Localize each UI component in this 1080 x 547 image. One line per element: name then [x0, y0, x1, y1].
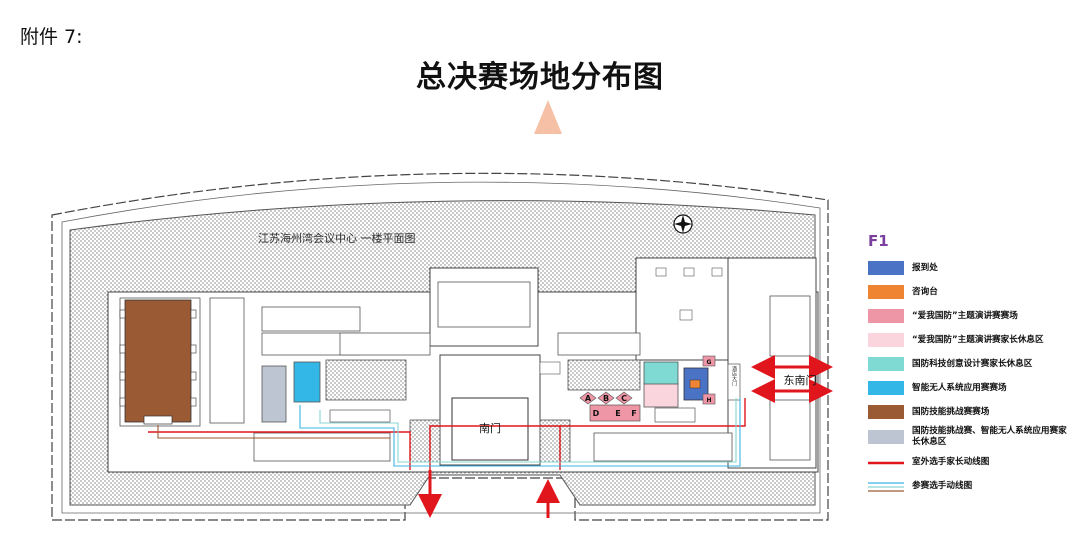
- legend-swatch-registration: [868, 261, 904, 275]
- gate-arrows: [418, 355, 833, 518]
- design-parent-rest-zone: [643, 361, 679, 385]
- legend-item: 咨询台: [868, 282, 1073, 302]
- page-title: 总决赛场地分布图: [416, 60, 664, 95]
- legend-label: 国防技能挑战赛赛场: [912, 406, 990, 417]
- site-boundary-inner: [61, 181, 821, 514]
- speech-venue-zones: [579, 355, 716, 422]
- parent-rest-area-zone: [261, 365, 287, 423]
- east-entrance: [727, 363, 741, 401]
- legend-line-player-route: [868, 479, 904, 493]
- zone-label-e: E: [615, 409, 620, 418]
- legend-item: 国防技能挑战赛、智能无人系统应用赛家长休息区: [868, 426, 1073, 448]
- legend-item: 国防科技创意设计赛家长休息区: [868, 354, 1073, 374]
- speech-parent-rest-zone: [643, 382, 679, 408]
- info-desk-zone: [689, 379, 701, 389]
- legend-swatch-speech-rest: [868, 333, 904, 347]
- legend-item: 国防技能挑战赛赛场: [868, 402, 1073, 422]
- legend-label: “爱我国防”主题演讲赛家长休息区: [912, 334, 1044, 345]
- zone-label-b: B: [603, 394, 609, 403]
- zone-label-d: D: [593, 409, 600, 418]
- south-gate-label: 南门: [479, 421, 501, 435]
- zone-label-a: A: [585, 394, 592, 403]
- legend-label: 国防科技创意设计赛家长休息区: [912, 358, 1033, 369]
- legend-item: 智能无人系统应用赛赛场: [868, 378, 1073, 398]
- zone-label-c: C: [621, 394, 627, 403]
- zone-label-f: F: [631, 409, 636, 418]
- zone-label-g: G: [707, 359, 712, 366]
- legend-item: 报到处: [868, 258, 1073, 278]
- player-route-lines: [157, 398, 741, 467]
- zone-label-h: H: [706, 397, 711, 404]
- legend-swatch-info-desk: [868, 285, 904, 299]
- skill-challenge-venue-zone: [124, 299, 192, 423]
- map-legend: F1 报到处 咨询台 “爱我国防”主题演讲赛赛场 “爱我国防”主题演讲赛家长休息…: [868, 232, 1073, 500]
- legend-line-parent-route: [868, 455, 904, 469]
- legend-item: “爱我国防”主题演讲赛家长休息区: [868, 330, 1073, 350]
- legend-label: 咨询台: [912, 286, 938, 297]
- legend-item: 室外选手家长动线图: [868, 452, 1073, 472]
- legend-swatch-speech-venue: [868, 309, 904, 323]
- compass-rose-icon: [673, 214, 693, 234]
- attachment-label: 附件 7:: [20, 26, 83, 48]
- legend-label: “爱我国防”主题演讲赛赛场: [912, 310, 1018, 321]
- legend-label: 室外选手家长动线图: [912, 456, 990, 467]
- legend-item: “爱我国防”主题演讲赛赛场: [868, 306, 1073, 326]
- title-triangle-decoration: [534, 100, 562, 134]
- legend-label: 参赛选手动线图: [912, 480, 973, 491]
- legend-label: 国防技能挑战赛、智能无人系统应用赛家长休息区: [912, 426, 1067, 447]
- site-boundary-outer: [51, 172, 829, 521]
- legend-swatch-drone-venue: [868, 381, 904, 395]
- legend-swatch-design-rest: [868, 357, 904, 371]
- legend-swatch-skill-venue: [868, 405, 904, 419]
- southeast-gate-label: 东南门: [784, 373, 817, 387]
- legend-label: 报到处: [912, 262, 938, 273]
- legend-label: 智能无人系统应用赛赛场: [912, 382, 1007, 393]
- east-entrance-label: 酒店大门: [731, 365, 737, 387]
- legend-floor-label: F1: [868, 232, 889, 250]
- building-caption: 江苏海州湾会议中心 一楼平面图: [258, 231, 416, 245]
- parent-route-lines: [148, 398, 746, 470]
- legend-item: 参赛选手动线图: [868, 476, 1073, 496]
- legend-swatch-combined-rest: [868, 430, 904, 444]
- drone-venue-zone: [293, 361, 321, 403]
